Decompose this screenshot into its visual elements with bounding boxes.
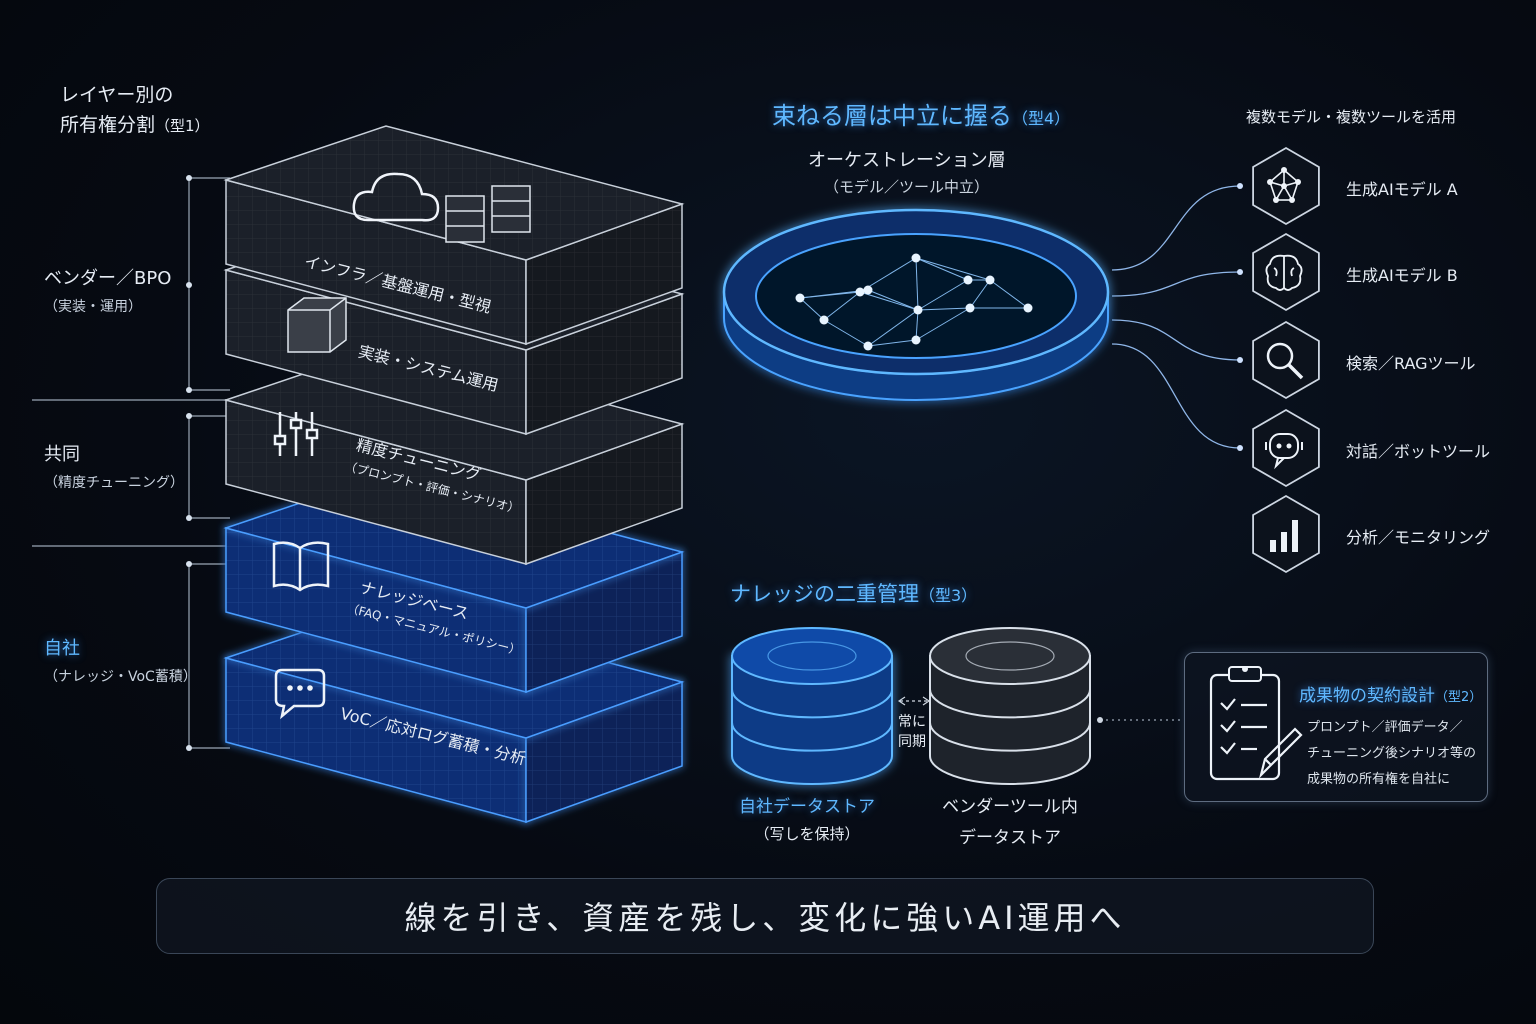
network-node — [965, 303, 975, 313]
left-header-line1: レイヤー別の — [60, 84, 174, 106]
network-node — [985, 275, 995, 285]
owner-joint-name: 共同 — [44, 444, 80, 465]
tool-hexagon — [1252, 408, 1320, 488]
knowledge-tag: （型3） — [919, 586, 978, 605]
tool-hexagon — [1252, 232, 1320, 312]
sync-label: 常に 同期 — [898, 712, 926, 752]
cube-icon — [287, 297, 347, 353]
tools-header: 複数モデル・複数ツールを活用 — [1246, 108, 1457, 126]
network-node — [963, 275, 973, 285]
chatbot-icon — [1265, 433, 1303, 470]
network-node — [863, 341, 873, 351]
layer-slab-infra — [223, 125, 685, 346]
own-store-line1: 自社データストア — [739, 797, 875, 817]
sync-line2: 同期 — [898, 734, 926, 750]
owner-own-sub: （ナレッジ・VoC蓄積） — [44, 669, 197, 685]
network-node — [819, 315, 829, 325]
left-header-line2: 所有権分割 — [60, 114, 156, 136]
owner-joint: 共同 （精度チューニング） — [44, 440, 184, 492]
tool-label-bot: 対話／ボットツール — [1346, 442, 1491, 461]
book-icon — [272, 541, 330, 592]
owner-own: 自社 （ナレッジ・VoC蓄積） — [44, 634, 197, 686]
brain-icon — [1265, 254, 1303, 291]
orchestration-layer-sub: （モデル／ツール中立） — [824, 178, 990, 196]
contract-line-1: プロンプト／評価データ／ — [1307, 720, 1463, 735]
contract-line-3: 成果物の所有権を自社に — [1307, 772, 1451, 787]
own-store-line2: （写しを保持） — [754, 825, 860, 843]
cloud-server-icon — [352, 172, 531, 243]
vendor-datastore-cylinder — [929, 627, 1091, 785]
network-node — [911, 253, 921, 263]
network-node — [795, 293, 805, 303]
chat-bubble-icon — [274, 668, 326, 720]
orchestration-title-text: 束ねる層は中立に握る — [772, 102, 1012, 130]
sync-line1: 常に — [898, 714, 926, 730]
contract-title-text: 成果物の契約設計 — [1299, 686, 1435, 706]
left-header-tag: （型1） — [155, 117, 210, 135]
tool-label-monitoring: 分析／モニタリング — [1346, 528, 1491, 547]
tool-hexagon — [1252, 320, 1320, 400]
tool-label-model-a: 生成AIモデル A — [1346, 180, 1458, 199]
own-datastore-cylinder — [731, 627, 893, 785]
knowledge-title: ナレッジの二重管理（型3） — [730, 578, 977, 608]
network-node — [855, 287, 865, 297]
bar-chart-icon — [1270, 520, 1298, 552]
vendor-store-line2: データストア — [959, 828, 1061, 848]
network-graph-icon — [1267, 167, 1301, 203]
orchestration-title: 束ねる層は中立に握る（型4） — [772, 96, 1070, 131]
clipboard-icon — [1209, 666, 1303, 781]
network-node — [863, 285, 873, 295]
magnifier-icon — [1266, 342, 1304, 380]
slogan-text: 線を引き、資産を残し、変化に強いAI運用へ — [404, 899, 1126, 937]
owner-vendor-sub: （実装・運用） — [44, 299, 142, 315]
knowledge-title-text: ナレッジの二重管理 — [730, 582, 919, 606]
vendor-store-line1: ベンダーツール内 — [942, 797, 1078, 817]
contract-box: 成果物の契約設計（型2） プロンプト／評価データ／ チューニング後シナリオ等の … — [1184, 652, 1488, 802]
owner-vendor: ベンダー／BPO （実装・運用） — [44, 264, 171, 316]
owner-own-name: 自社 — [44, 638, 80, 659]
network-node — [1023, 303, 1033, 313]
left-header: レイヤー別の 所有権分割（型1） — [60, 80, 210, 141]
contract-title: 成果物の契約設計（型2） — [1299, 681, 1482, 706]
contract-tag: （型2） — [1435, 690, 1483, 705]
vendor-store-label: ベンダーツール内 データストア — [934, 792, 1086, 848]
orchestration-layer-name: オーケストレーション層 — [808, 150, 1006, 171]
network-node — [911, 335, 921, 345]
sliders-icon — [273, 412, 319, 456]
slogan-box: 線を引き、資産を残し、変化に強いAI運用へ — [156, 878, 1374, 954]
contract-lines: プロンプト／評価データ／ チューニング後シナリオ等の 成果物の所有権を自社に — [1307, 715, 1476, 793]
owner-joint-sub: （精度チューニング） — [44, 475, 184, 491]
tool-label-model-b: 生成AIモデル B — [1346, 266, 1458, 285]
orchestration-tag: （型4） — [1012, 109, 1071, 128]
tool-label-rag: 検索／RAGツール — [1346, 354, 1476, 373]
contract-line-2: チューニング後シナリオ等の — [1307, 746, 1477, 761]
own-store-label: 自社データストア （写しを保持） — [734, 792, 880, 844]
network-node — [913, 305, 923, 315]
owner-vendor-name: ベンダー／BPO — [44, 268, 172, 289]
